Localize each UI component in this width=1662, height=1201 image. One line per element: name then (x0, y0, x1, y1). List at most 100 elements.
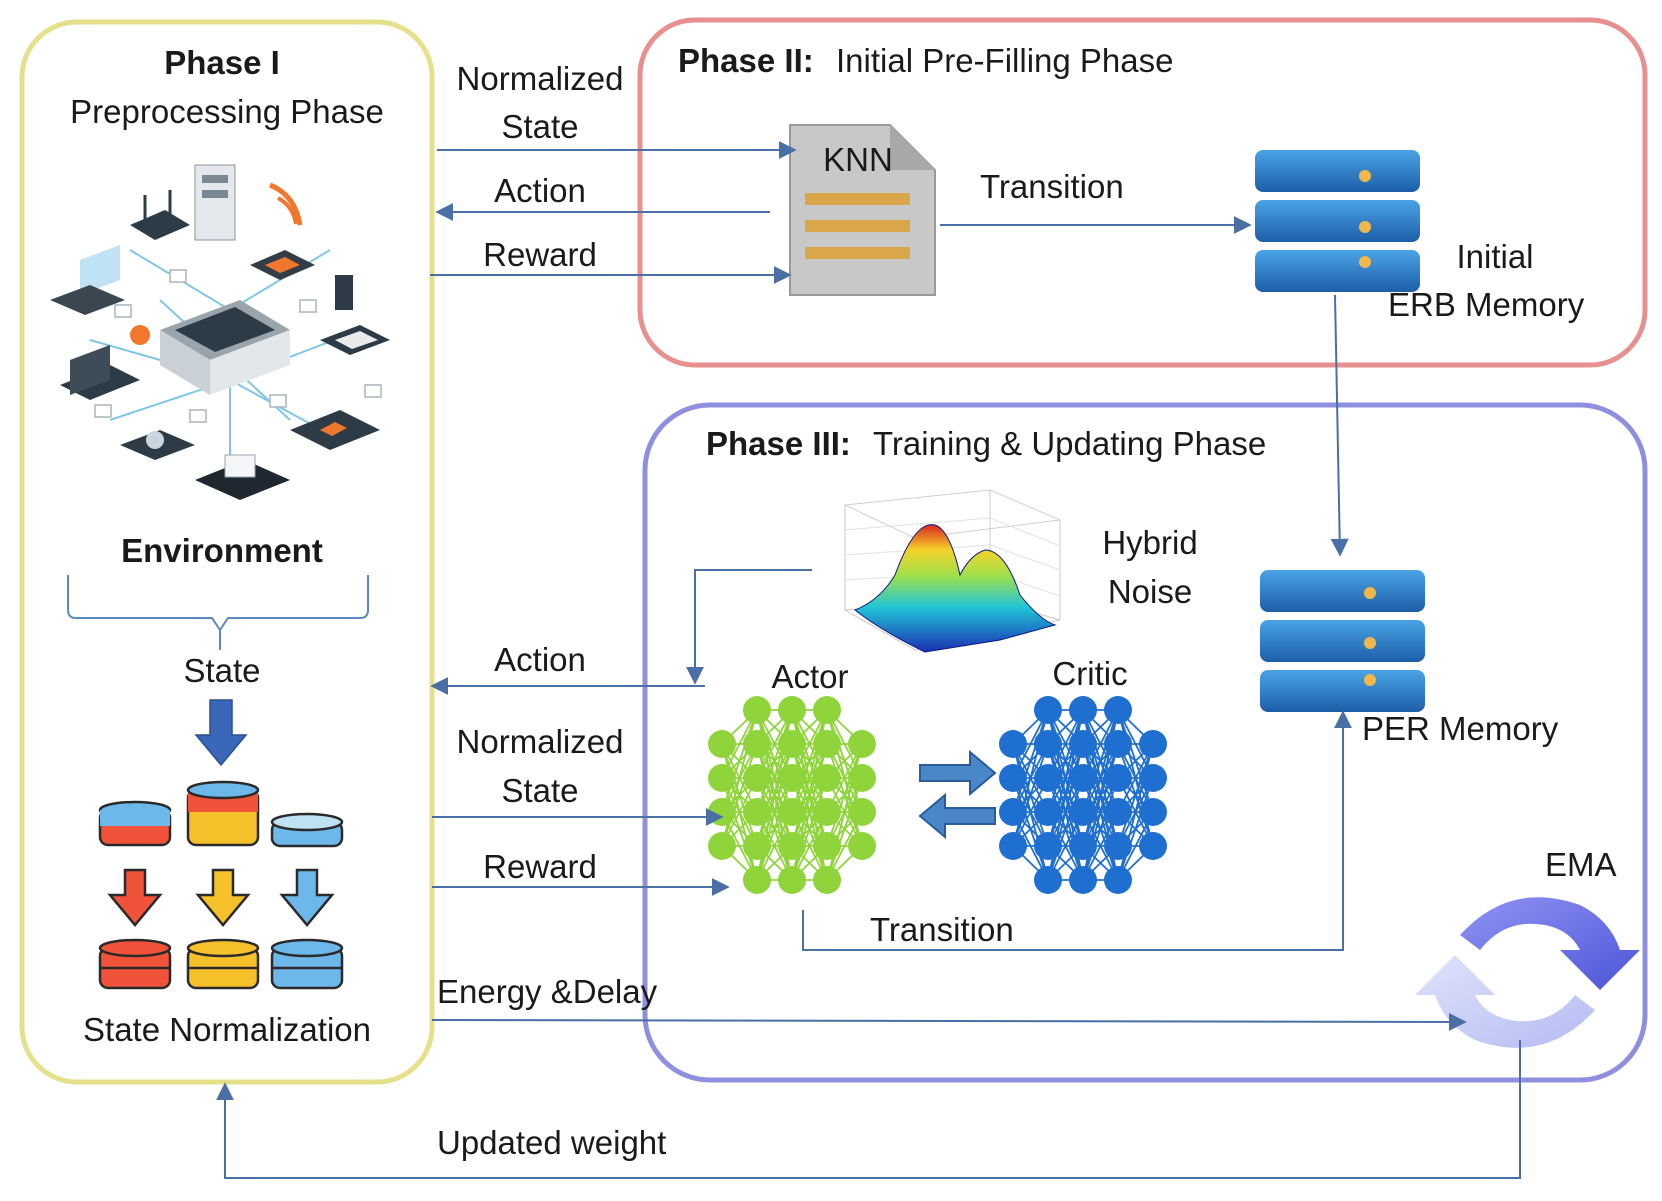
blue-down-arrow (279, 868, 335, 927)
actor-node (743, 696, 771, 724)
critic-node (999, 832, 1027, 860)
initial-memory-line2: ERB Memory (1388, 286, 1585, 323)
state-down-arrow (194, 699, 248, 767)
actor-critic-exchange-arrows (918, 749, 997, 840)
top-reward-label: Reward (483, 236, 597, 273)
critic-node (1139, 832, 1167, 860)
actor-node (708, 798, 736, 826)
critic-node (1104, 798, 1132, 826)
initial-erb-server-icon (1255, 150, 1420, 292)
critic-node (1034, 798, 1062, 826)
per-server-icon (1260, 570, 1425, 712)
phase1-panel (19, 19, 435, 1085)
actor-node (813, 696, 841, 724)
actor-edge (721, 743, 758, 847)
actor-edge (826, 743, 863, 847)
critic-edge (1082, 709, 1119, 813)
actor-node (708, 832, 736, 860)
actor-network (708, 696, 876, 894)
mid-normalized-state-line2: State (501, 772, 579, 809)
critic-network (999, 696, 1167, 894)
phase3-subtitle: Training & Updating Phase (873, 425, 1267, 462)
critic-node (1104, 730, 1132, 758)
energy-delay-label: Energy &Delay (437, 973, 658, 1010)
actor-node (813, 866, 841, 894)
actor-node (813, 798, 841, 826)
critic-node (999, 730, 1027, 758)
actor-node (778, 696, 806, 724)
critic-node (999, 764, 1027, 792)
actor-node (848, 798, 876, 826)
phase2-transition-label: Transition (980, 168, 1124, 205)
critic-node (1034, 696, 1062, 724)
critic-node (1069, 798, 1097, 826)
mid-reward-label: Reward (483, 848, 597, 885)
critic-node (1104, 696, 1132, 724)
critic-edge (1012, 743, 1049, 847)
actor-node (813, 764, 841, 792)
actor-node (708, 764, 736, 792)
phase3-transition-label: Transition (870, 911, 1014, 948)
critic-edge (1117, 743, 1154, 847)
critic-node (1069, 764, 1097, 792)
actor-edge (721, 709, 758, 813)
phase2-panel (637, 17, 1648, 368)
critic-node (1034, 866, 1062, 894)
critic-node (1139, 730, 1167, 758)
critic-node (1069, 866, 1097, 894)
actor-node (778, 764, 806, 792)
top-normalized-state-line1: Normalized (456, 60, 624, 97)
actor-node (743, 730, 771, 758)
actor-edge (756, 777, 793, 881)
actor-node (848, 832, 876, 860)
connection-arrows (216, 141, 1521, 1179)
actor-node (778, 866, 806, 894)
environment-label: Environment (121, 532, 323, 569)
top-normalized-state-line2: State (501, 108, 579, 145)
critic-node (1104, 764, 1132, 792)
actor-edge (791, 709, 828, 813)
actor-node (848, 764, 876, 792)
phase3-title: Phase III: (706, 425, 851, 462)
phase3-panel (642, 402, 1648, 1083)
actor-node (778, 730, 806, 758)
phase1-subtitle: Preprocessing Phase (70, 93, 384, 130)
phase2-title: Phase II: (678, 42, 814, 79)
yellow-down-arrow (195, 868, 251, 927)
critic-node (1069, 696, 1097, 724)
updated-weight-label: Updated weight (437, 1124, 667, 1161)
top-action-label: Action (494, 172, 586, 209)
actor-node (813, 832, 841, 860)
red-down-arrow (107, 868, 163, 927)
critic-edge (1117, 777, 1154, 881)
critic-node (1069, 730, 1097, 758)
actor-label: Actor (771, 658, 849, 695)
critic-node (1069, 832, 1097, 860)
hybrid-noise-line2: Noise (1107, 573, 1193, 610)
actor-edge (756, 709, 793, 813)
state-label: State (183, 652, 261, 689)
actor-node (778, 832, 806, 860)
database-icons-top (98, 780, 344, 848)
critic-edge (1047, 709, 1084, 813)
knn-label: KNN (823, 141, 893, 178)
actor-node (778, 798, 806, 826)
critic-node (1139, 764, 1167, 792)
per-memory-label: PER Memory (1362, 710, 1559, 747)
critic-edge (1012, 709, 1049, 813)
actor-node (848, 730, 876, 758)
environment-brace (67, 575, 369, 632)
actor-edge (826, 777, 863, 881)
critic-node (1034, 730, 1062, 758)
mid-normalized-state-line1: Normalized (456, 723, 624, 760)
actor-edge (791, 777, 828, 881)
actor-node (708, 730, 736, 758)
actor-node (743, 832, 771, 860)
phase1-title: Phase I (164, 44, 280, 81)
hybrid-noise-line1: Hybrid (1102, 524, 1198, 561)
critic-label: Critic (1052, 655, 1128, 692)
critic-node (1034, 764, 1062, 792)
knn-document-icon (789, 124, 936, 296)
ema-label: EMA (1545, 846, 1617, 883)
